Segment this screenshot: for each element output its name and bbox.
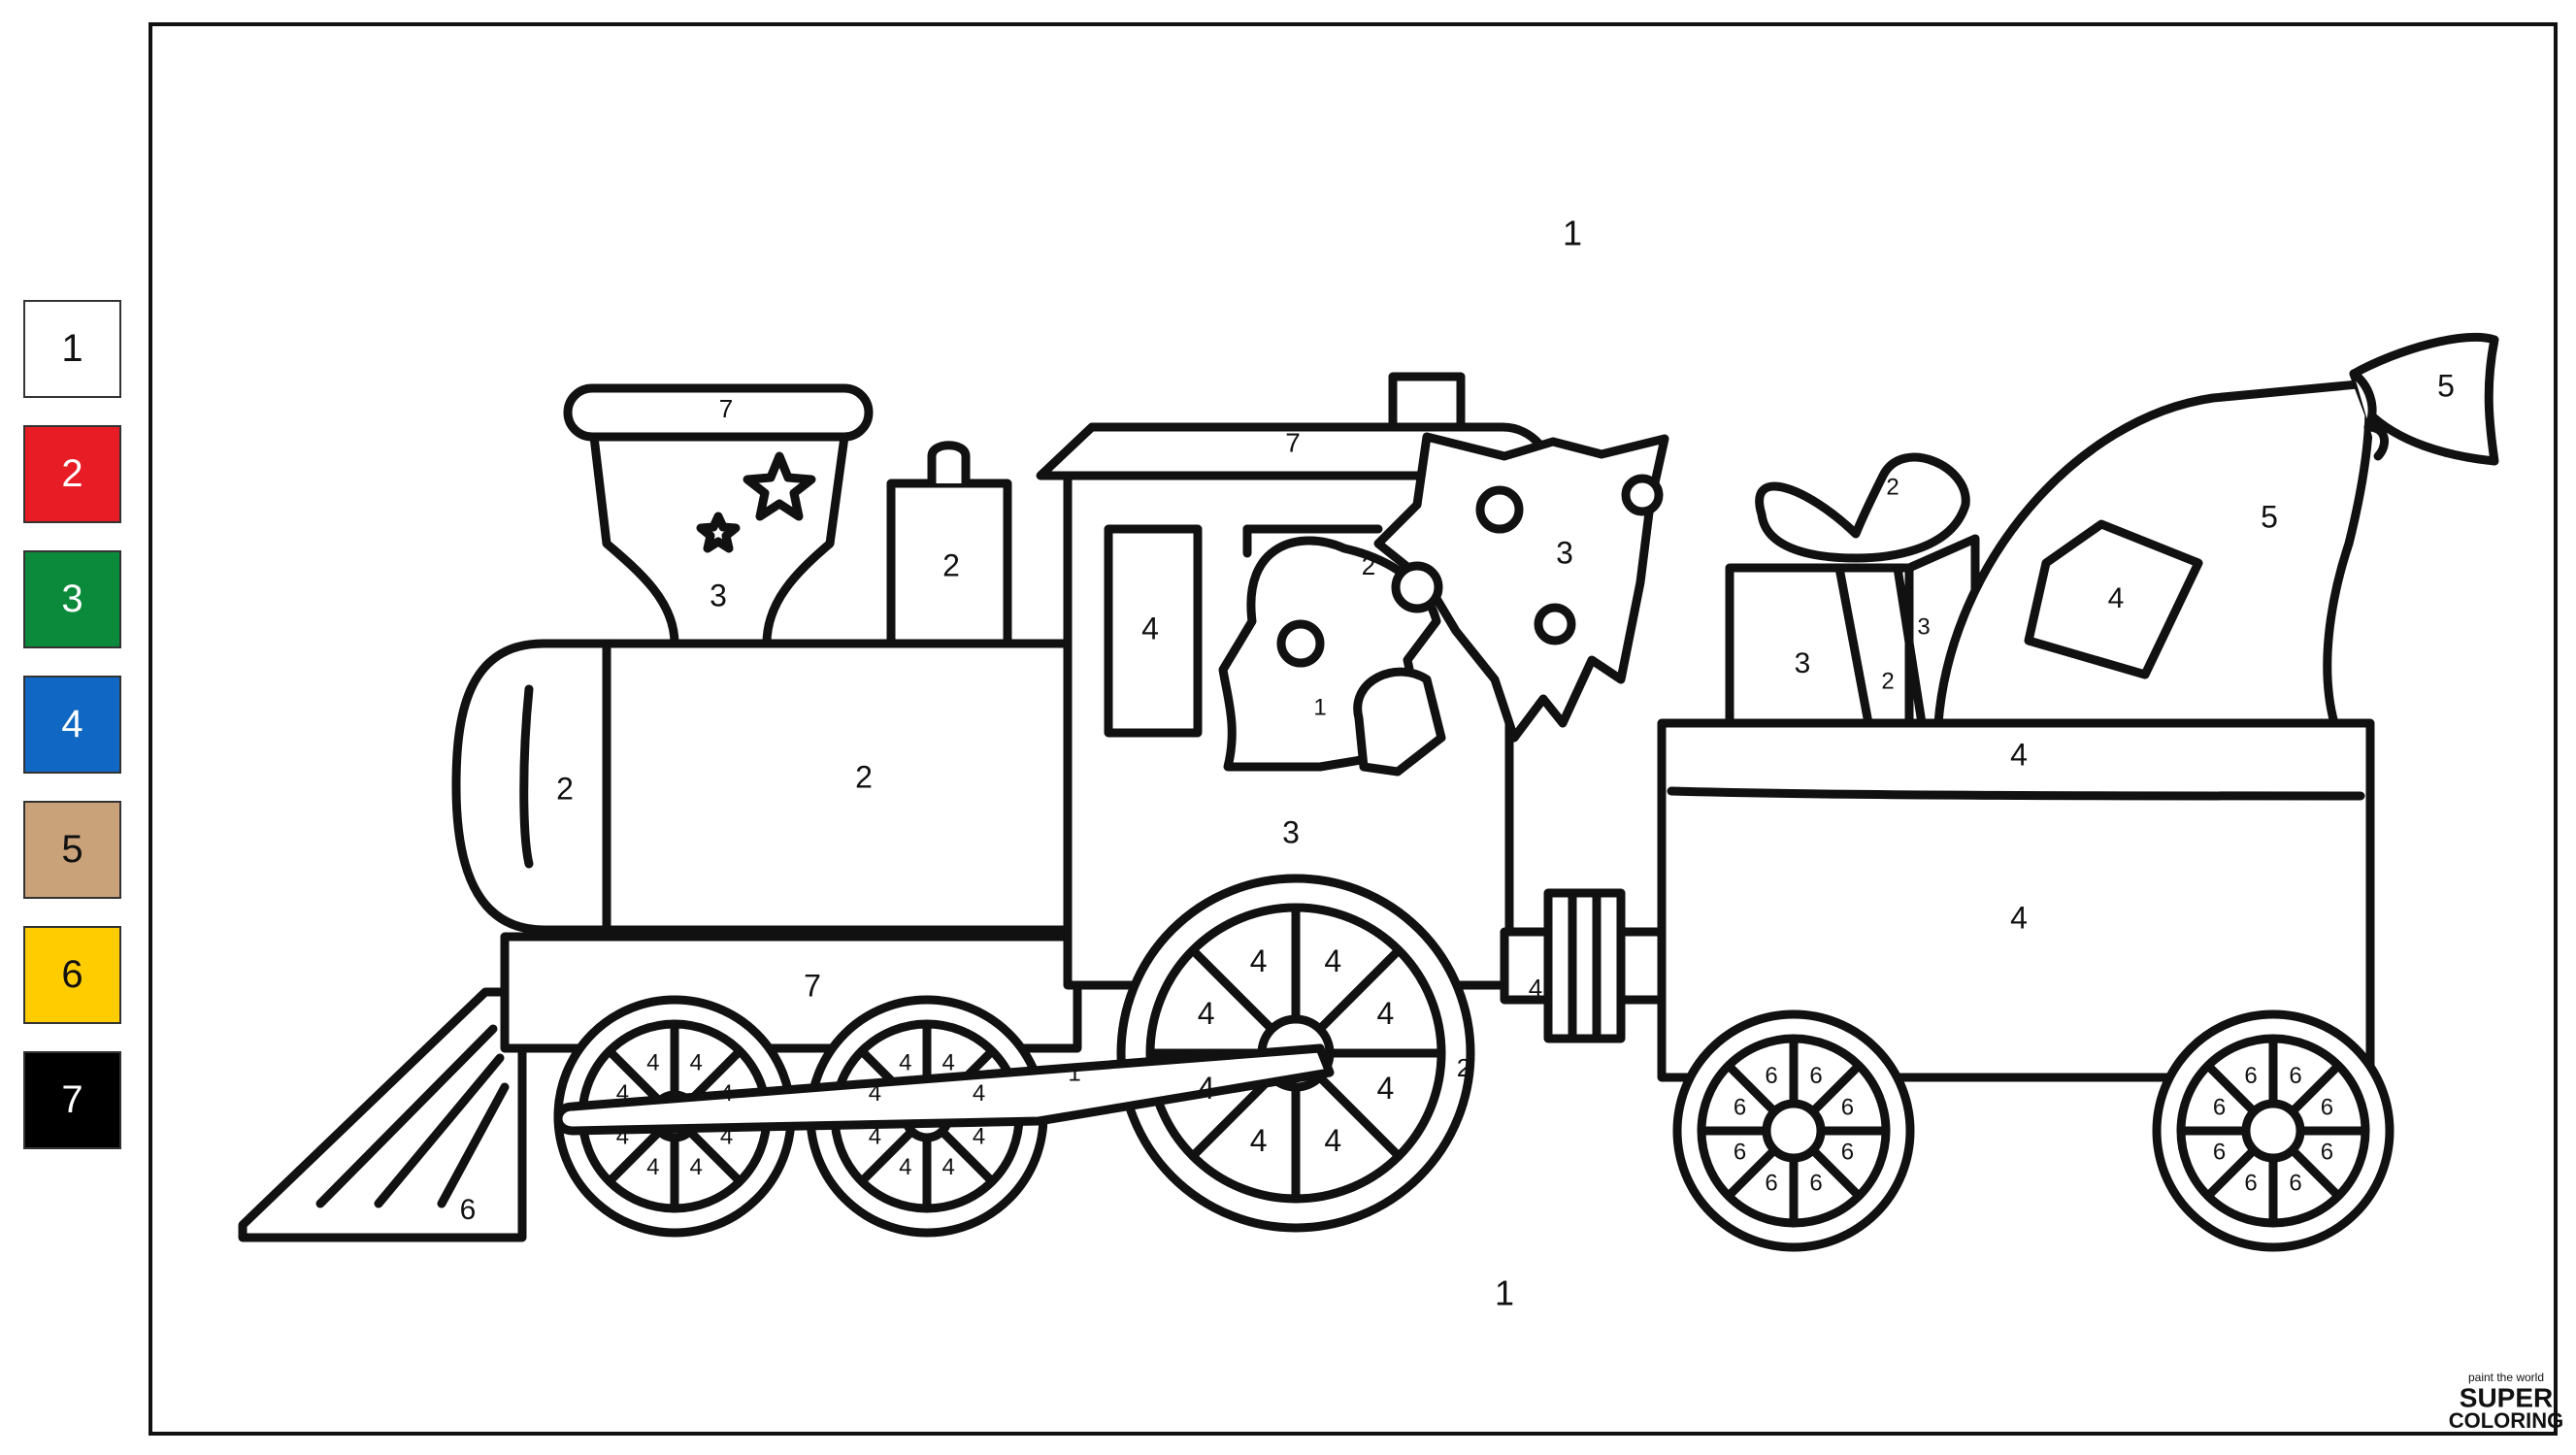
- label-small-wheel-1-segment: 4: [616, 1124, 629, 1150]
- label-sack: 5: [2261, 499, 2278, 534]
- label-wagon-wheel-2-segment: 6: [2213, 1139, 2226, 1165]
- region-numbers: 1 1 7 3 2 2 2 7 4 3 2 1 3 7 6 1 4 2 4 4 …: [460, 214, 2455, 1313]
- label-small-wheel-1-segment: 4: [616, 1080, 629, 1107]
- label-small-wheel-2-segment: 4: [942, 1154, 955, 1180]
- label-big-wheel-segment: 4: [1250, 1123, 1268, 1158]
- label-chimney-cap: 7: [719, 394, 733, 423]
- label-big-wheel-segment: 4: [1198, 1071, 1215, 1106]
- watermark-line2: SUPER: [2460, 1382, 2553, 1412]
- label-santa-face: 1: [1313, 694, 1326, 720]
- swatch-3[interactable]: 3: [23, 550, 121, 648]
- label-coupler: 4: [1529, 974, 1542, 1003]
- label-sack-patch: 4: [2108, 582, 2125, 614]
- wagon-wheel-2[interactable]: [2152, 1009, 2394, 1252]
- label-small-wheel-2-segment: 4: [899, 1050, 911, 1076]
- cab-window: [1104, 524, 1203, 738]
- label-wagon-wheel-2-segment: 6: [2244, 1063, 2257, 1089]
- wagon-wheel-1[interactable]: [1672, 1009, 1915, 1252]
- label-sack-tie: 5: [2437, 368, 2455, 403]
- label-wagon-wheel-1-segment: 6: [1734, 1094, 1746, 1120]
- label-big-wheel-segment: 4: [1324, 1123, 1341, 1158]
- label-cowcatcher: 6: [460, 1194, 477, 1226]
- label-wagon-wheel-1-segment: 6: [1841, 1094, 1854, 1120]
- label-wagon-wheel-1-segment: 6: [1809, 1171, 1822, 1197]
- label-small-wheel-1-segment: 4: [720, 1080, 733, 1107]
- santa[interactable]: [1218, 536, 1446, 777]
- label-small-wheel-1-segment: 4: [690, 1050, 703, 1076]
- christmas-tree[interactable]: [1373, 432, 1669, 743]
- watermark-line1: paint the world: [2468, 1371, 2544, 1384]
- sack[interactable]: [1933, 332, 2499, 728]
- swatch-7[interactable]: 7: [23, 1051, 121, 1149]
- label-wagon-wheel-2-segment: 6: [2213, 1094, 2226, 1120]
- label-small-wheel-2-segment: 4: [869, 1080, 881, 1107]
- label-gift-box: 3: [1795, 647, 1811, 679]
- label-big-wheel-segment: 4: [1377, 1071, 1395, 1106]
- steam-dome[interactable]: [886, 441, 1012, 648]
- label-gift-ribbon: 2: [1881, 668, 1894, 694]
- label-big-wheel-rim: 2: [1457, 1053, 1470, 1082]
- label-wagon-top: 4: [2010, 737, 2028, 772]
- label-ground: 1: [1495, 1273, 1514, 1313]
- label-small-wheel-2-segment: 4: [973, 1124, 985, 1150]
- label-cab-window: 4: [1141, 611, 1159, 645]
- boiler[interactable]: [451, 639, 1073, 935]
- label-wagon-wheel-2-segment: 6: [2244, 1171, 2257, 1197]
- watermark-logo: paint the world SUPER COLORING: [2449, 1371, 2564, 1433]
- label-small-wheel-1-segment: 4: [690, 1154, 703, 1180]
- swatch-1[interactable]: 1: [23, 300, 121, 398]
- label-big-wheel-segment: 4: [1324, 943, 1341, 978]
- label-wagon-wheel-1-segment: 6: [1841, 1139, 1854, 1165]
- label-small-wheel-1-segment: 4: [646, 1050, 659, 1076]
- label-gift-side: 3: [1917, 613, 1930, 640]
- label-wagon-wheel-1-segment: 6: [1765, 1171, 1777, 1197]
- label-santa-hat: 2: [1362, 551, 1375, 580]
- label-wagon-wheel-2-segment: 6: [2321, 1094, 2333, 1120]
- label-small-wheel-1-segment: 4: [646, 1154, 659, 1180]
- chimney[interactable]: [563, 383, 874, 648]
- label-cab-roof: 7: [1285, 427, 1301, 457]
- label-chimney: 3: [710, 578, 727, 612]
- swatch-4[interactable]: 4: [23, 676, 121, 774]
- label-big-wheel-segment: 4: [1250, 943, 1268, 978]
- label-small-wheel-1-segment: 4: [720, 1124, 733, 1150]
- label-cab: 3: [1282, 814, 1300, 849]
- label-big-wheel-segment: 4: [1377, 996, 1395, 1031]
- swatch-2[interactable]: 2: [23, 425, 121, 523]
- label-wagon-wheel-2-segment: 6: [2321, 1139, 2333, 1165]
- label-frame: 7: [804, 968, 821, 1003]
- coupler[interactable]: [1500, 888, 1679, 1043]
- label-wagon-wheel-2-segment: 6: [2289, 1063, 2301, 1089]
- label-wagon-wheel-2-segment: 6: [2289, 1171, 2301, 1197]
- label-small-wheel-2-segment: 4: [973, 1080, 985, 1107]
- label-gift-bow: 2: [1886, 474, 1899, 500]
- label-rod: 1: [1068, 1060, 1080, 1086]
- cowcatcher[interactable]: [238, 987, 527, 1242]
- watermark-line3: COLORING: [2449, 1408, 2564, 1433]
- label-wagon-wheel-1-segment: 6: [1809, 1063, 1822, 1089]
- label-boiler-front: 2: [556, 771, 574, 806]
- label-sky: 1: [1563, 214, 1582, 253]
- swatch-6[interactable]: 6: [23, 926, 121, 1024]
- connecting-rod[interactable]: [553, 1043, 1335, 1136]
- swatch-5[interactable]: 5: [23, 801, 121, 899]
- label-wagon: 4: [2010, 900, 2028, 935]
- label-small-wheel-2-segment: 4: [899, 1154, 911, 1180]
- gift-box[interactable]: [1725, 452, 1980, 728]
- label-tree: 3: [1556, 535, 1573, 570]
- label-boiler: 2: [855, 759, 873, 794]
- label-small-wheel-2-segment: 4: [869, 1124, 881, 1150]
- label-wagon-wheel-1-segment: 6: [1734, 1139, 1746, 1165]
- label-dome: 2: [942, 547, 960, 582]
- label-big-wheel-segment: 4: [1198, 996, 1215, 1031]
- label-small-wheel-2-segment: 4: [942, 1050, 955, 1076]
- label-wagon-wheel-1-segment: 6: [1765, 1063, 1777, 1089]
